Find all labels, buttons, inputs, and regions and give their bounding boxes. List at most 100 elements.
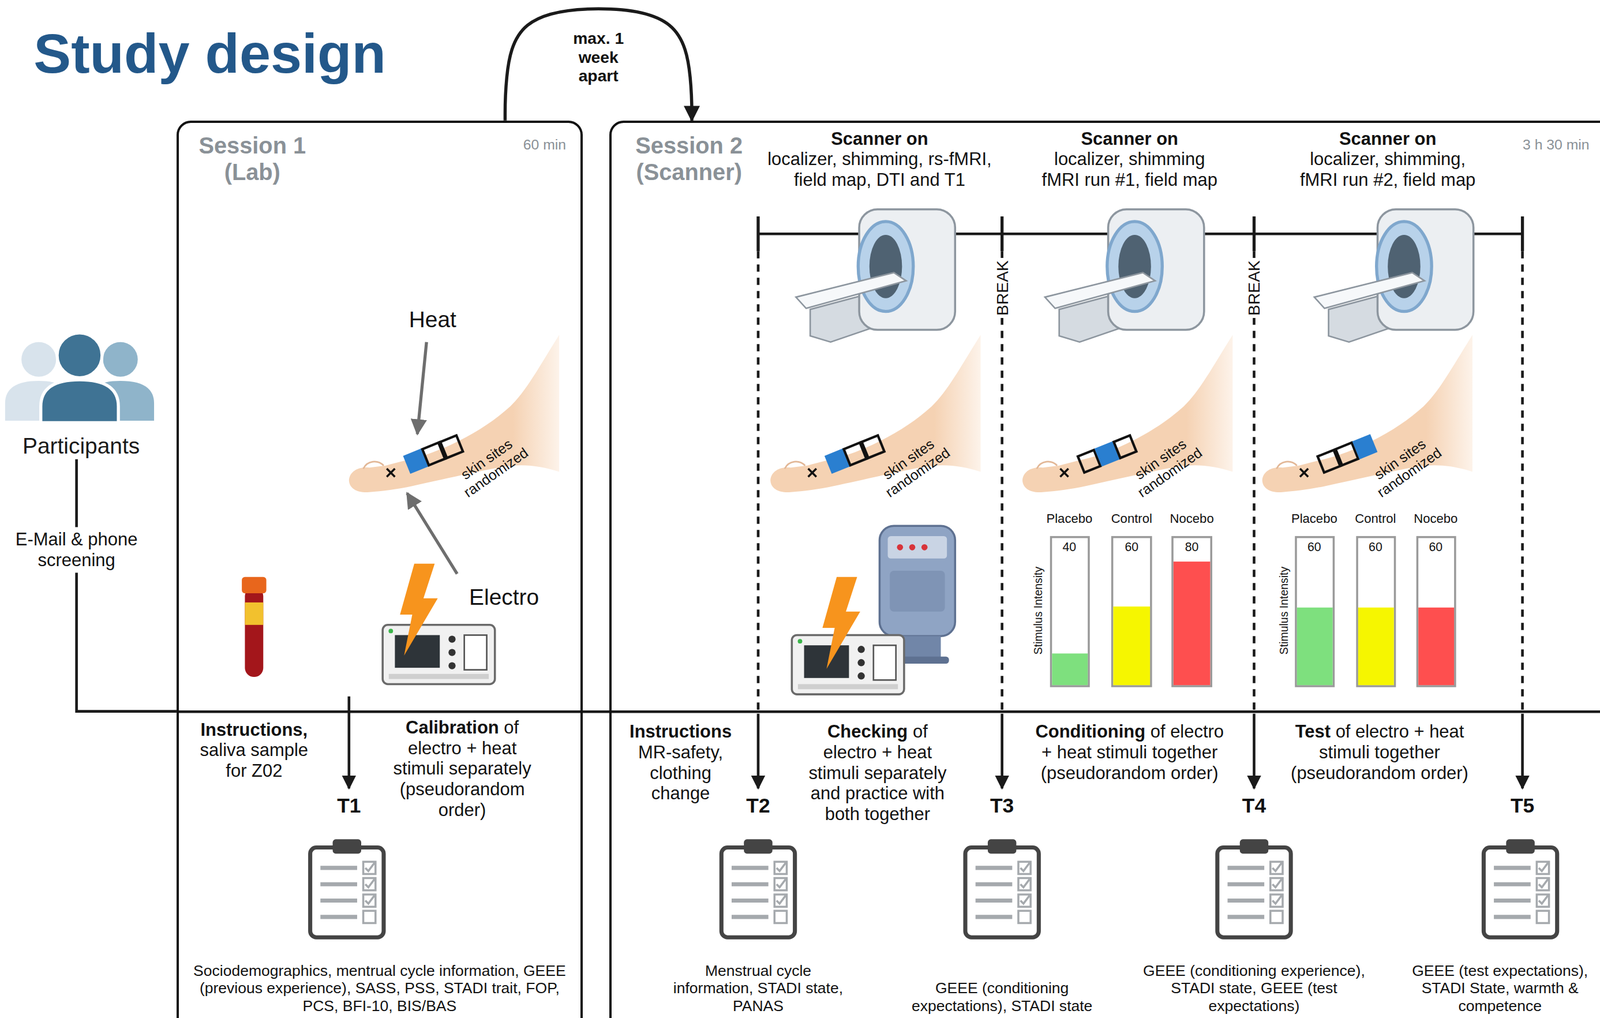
arm-illustration xyxy=(1262,334,1473,493)
break-marker: BREAK xyxy=(1239,257,1269,318)
clipboard-icon xyxy=(310,838,384,938)
person-head xyxy=(21,342,56,377)
connector xyxy=(504,8,692,121)
timepoint-label: T2 xyxy=(746,793,770,818)
label-text: Placebo xyxy=(1291,511,1338,526)
axis-label: Stimulus Intensity xyxy=(1031,566,1044,654)
session-title: Session 1 (Lab) xyxy=(186,132,318,186)
clipboard-icon xyxy=(1217,838,1291,938)
bar-fill xyxy=(1051,653,1088,685)
bar-frame xyxy=(1357,537,1395,687)
label-text: GEEE (test expectations), STADI State, w… xyxy=(1411,961,1588,1015)
label-text: Stimulus Intensity xyxy=(1277,566,1291,654)
timepoint-label: T4 xyxy=(1242,793,1266,818)
thermode-body xyxy=(879,525,955,636)
bar-frame xyxy=(1295,537,1334,687)
bar-frame xyxy=(1172,537,1212,687)
skin-sites xyxy=(1317,435,1377,472)
label-text: 40 xyxy=(1062,540,1077,554)
label-text: T1 xyxy=(336,793,361,817)
axis-label: Stimulus Intensity xyxy=(1277,566,1291,654)
step-heading: Scanner on xyxy=(1038,128,1222,150)
thermode-led xyxy=(921,544,928,551)
timepoint-arrow xyxy=(757,713,760,789)
label-text: Control xyxy=(1111,511,1153,526)
timepoint-arrow xyxy=(1000,713,1004,789)
label-text: 60 xyxy=(1307,540,1322,554)
label-text: T5 xyxy=(1510,793,1535,817)
skin-site-active xyxy=(1353,435,1377,458)
label-text: localizer, shimming fMRI run #1, field m… xyxy=(1038,148,1222,190)
bar-fill xyxy=(1297,607,1333,685)
label-text: Sociodemographics, mentrual cycle inform… xyxy=(193,961,567,1015)
electro-device xyxy=(791,635,905,695)
label-text: 80 xyxy=(1185,540,1199,554)
intensity-value: 60 xyxy=(1307,540,1322,554)
timeline xyxy=(176,710,1600,714)
label-text: GEEE (conditioning expectations), STADI … xyxy=(911,979,1093,1015)
questionnaire-list: GEEE (test expectations), STADI State, w… xyxy=(1405,961,1595,1015)
connector xyxy=(76,459,177,712)
step-heading: Conditioning xyxy=(1035,721,1146,742)
label-text: BREAK xyxy=(1244,260,1264,316)
participants-icon xyxy=(5,332,155,423)
step-description: Instructions,saliva sample for Z02 xyxy=(190,719,318,782)
skin-sites xyxy=(825,435,884,472)
electro-pointer xyxy=(407,493,458,575)
condition-label: Nocebo xyxy=(1170,511,1214,526)
tube-cap xyxy=(241,576,266,594)
thermode-led xyxy=(897,544,904,551)
clipboard-icon xyxy=(965,838,1039,938)
thermode-panel xyxy=(887,536,948,559)
timepoint-arrow xyxy=(1520,713,1524,789)
label-text: T2 xyxy=(746,793,770,817)
skin-site xyxy=(1113,435,1137,458)
step-heading: Instructions xyxy=(619,721,742,743)
intensity-bars-conditioning xyxy=(1051,537,1212,687)
skin-site xyxy=(440,435,463,458)
break-marker: BREAK xyxy=(987,257,1017,318)
person-head xyxy=(103,342,138,377)
condition-label: Control xyxy=(1111,511,1153,526)
condition-label: Control xyxy=(1354,511,1396,526)
condition-label: Nocebo xyxy=(1413,511,1458,526)
label-text: 60 xyxy=(1368,540,1383,554)
heat-pointer xyxy=(417,342,427,434)
bar-fill xyxy=(1173,561,1211,685)
skin-sites xyxy=(404,435,463,472)
intensity-value: 80 xyxy=(1185,540,1199,554)
clipboard-icon xyxy=(1483,838,1557,938)
label-text: 60 xyxy=(1124,540,1139,554)
scanner-protocol: Scanner onlocalizer, shimming, rs-fMRI, … xyxy=(762,128,998,191)
session-duration: 60 min xyxy=(523,136,567,153)
bar-frame xyxy=(1051,537,1089,687)
bar-fill xyxy=(1113,606,1150,685)
label-text: Heat xyxy=(409,306,457,332)
stimulus-label: Heat xyxy=(409,306,457,333)
label-text: MR-safety, clothing change xyxy=(619,742,742,804)
arm-illustration xyxy=(1022,334,1233,493)
step-description: Testof electro + heat stimuli together (… xyxy=(1282,721,1477,783)
interval-note: max. 1 week apart xyxy=(553,26,644,88)
session-box: Session 2 (Scanner)3 h 30 min xyxy=(609,120,1600,1018)
label-text: 60 xyxy=(1428,540,1443,554)
label-text: T4 xyxy=(1242,793,1266,817)
mri-scanner xyxy=(795,209,955,343)
step-heading: Test xyxy=(1295,721,1331,742)
intensity-value: 40 xyxy=(1062,540,1077,554)
bar-frame xyxy=(1112,537,1152,687)
mri-scanner xyxy=(1044,209,1205,343)
skin-site xyxy=(862,435,885,458)
label-text: Placebo xyxy=(1046,511,1093,526)
thermode-front xyxy=(889,570,945,612)
bar-fill xyxy=(1418,607,1455,685)
step-description: Conditioningof electro + heat stimuli to… xyxy=(1032,721,1227,783)
tube-band xyxy=(244,602,264,625)
participants-label: Participants xyxy=(4,433,158,460)
step-heading: Scanner on xyxy=(1295,128,1480,150)
session-duration: 3 h 30 min xyxy=(1522,136,1590,153)
timepoint-label: T3 xyxy=(990,793,1014,818)
bar-frame xyxy=(1417,537,1455,687)
label-text: localizer, shimming, fMRI run #2, field … xyxy=(1295,148,1480,190)
